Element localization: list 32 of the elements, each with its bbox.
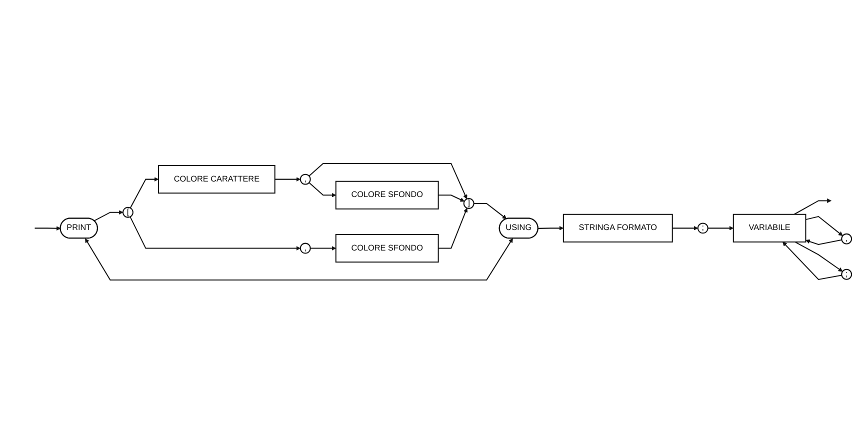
node-box: COLORE SFONDO <box>335 234 439 263</box>
arrow <box>34 226 61 231</box>
node-box: STRINGA FORMATO <box>562 214 673 242</box>
arrow <box>708 226 734 230</box>
arrow <box>794 242 843 272</box>
arrow <box>438 208 468 249</box>
arrow <box>130 216 301 251</box>
node-circle: ; <box>841 268 852 280</box>
node-circle: [ <box>122 206 134 218</box>
node-box: VARIABILE <box>732 214 806 242</box>
node-box: COLORE CARATTERE <box>158 165 276 194</box>
arrow <box>538 226 564 230</box>
arrow <box>806 216 843 236</box>
arrow <box>274 177 301 182</box>
arrow <box>94 210 124 222</box>
node-circle: , <box>300 242 311 254</box>
arrow <box>794 198 832 215</box>
arrow <box>310 246 336 251</box>
node-circle: , <box>841 233 852 244</box>
arrow <box>474 203 507 220</box>
node-circle: ; <box>697 222 708 234</box>
node-circle: , <box>300 174 311 185</box>
arrow <box>308 162 468 200</box>
node-box: COLORE SFONDO <box>335 180 439 210</box>
arrow <box>85 238 513 280</box>
arrow <box>130 177 159 208</box>
arrow <box>782 242 842 280</box>
arrow <box>438 194 465 202</box>
node-circle: ] <box>463 198 474 209</box>
arrow <box>308 182 336 198</box>
arrow <box>806 239 842 246</box>
arrow <box>672 226 698 230</box>
